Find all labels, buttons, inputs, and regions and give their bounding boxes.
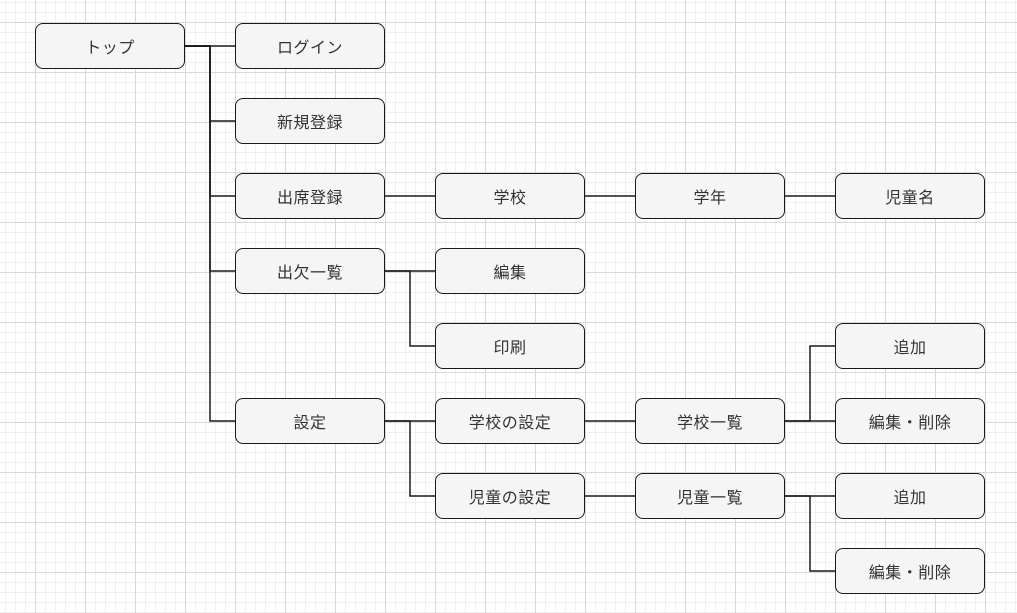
node-edit[interactable]: 編集 <box>435 248 585 294</box>
node-label-child-list: 児童一覧 <box>676 490 743 507</box>
node-label-add-child: 追加 <box>893 490 927 507</box>
node-label-child-name: 児童名 <box>885 190 935 207</box>
node-label-edit-delete-child: 編集・削除 <box>868 565 952 582</box>
node-settings[interactable]: 設定 <box>235 398 385 444</box>
node-label-child-settings: 児童の設定 <box>468 490 552 507</box>
node-label-edit-delete-school: 編集・削除 <box>868 415 952 432</box>
node-school-list[interactable]: 学校一覧 <box>635 398 785 444</box>
edge-top-to-signup <box>185 45 235 122</box>
node-label-signup: 新規登録 <box>276 115 343 132</box>
node-label-login: ログイン <box>276 40 343 57</box>
node-label-print: 印刷 <box>493 340 527 357</box>
node-child-name[interactable]: 児童名 <box>835 173 985 219</box>
node-login[interactable]: ログイン <box>235 23 385 69</box>
node-label-school-list: 学校一覧 <box>676 415 743 432</box>
node-add-child[interactable]: 追加 <box>835 473 985 519</box>
node-label-grade: 学年 <box>693 190 727 207</box>
node-label-school: 学校 <box>493 190 527 207</box>
edge-attendance-list-to-print <box>385 270 435 347</box>
node-label-attendance-register: 出席登録 <box>276 190 343 207</box>
edge-top-to-attendance-register <box>185 45 235 197</box>
node-label-settings: 設定 <box>293 415 327 432</box>
node-label-attendance-list: 出欠一覧 <box>276 265 343 282</box>
edge-top-to-settings <box>185 45 235 422</box>
node-attendance-register[interactable]: 出席登録 <box>235 173 385 219</box>
node-label-school-settings: 学校の設定 <box>468 415 552 432</box>
node-print[interactable]: 印刷 <box>435 323 585 369</box>
node-school[interactable]: 学校 <box>435 173 585 219</box>
edge-top-to-attendance-list <box>185 45 235 272</box>
node-label-add-school: 追加 <box>893 340 927 357</box>
node-signup[interactable]: 新規登録 <box>235 98 385 144</box>
node-top[interactable]: トップ <box>35 23 185 69</box>
edge-child-list-to-edit-delete-child <box>785 495 835 572</box>
node-add-school[interactable]: 追加 <box>835 323 985 369</box>
node-label-top: トップ <box>85 40 135 57</box>
edge-school-list-to-add-school <box>785 345 835 422</box>
edge-settings-to-child-settings <box>385 420 435 497</box>
node-label-edit: 編集 <box>493 265 527 282</box>
node-edit-delete-child[interactable]: 編集・削除 <box>835 548 985 594</box>
node-grade[interactable]: 学年 <box>635 173 785 219</box>
node-attendance-list[interactable]: 出欠一覧 <box>235 248 385 294</box>
node-child-settings[interactable]: 児童の設定 <box>435 473 585 519</box>
node-edit-delete-school[interactable]: 編集・削除 <box>835 398 985 444</box>
node-school-settings[interactable]: 学校の設定 <box>435 398 585 444</box>
node-child-list[interactable]: 児童一覧 <box>635 473 785 519</box>
